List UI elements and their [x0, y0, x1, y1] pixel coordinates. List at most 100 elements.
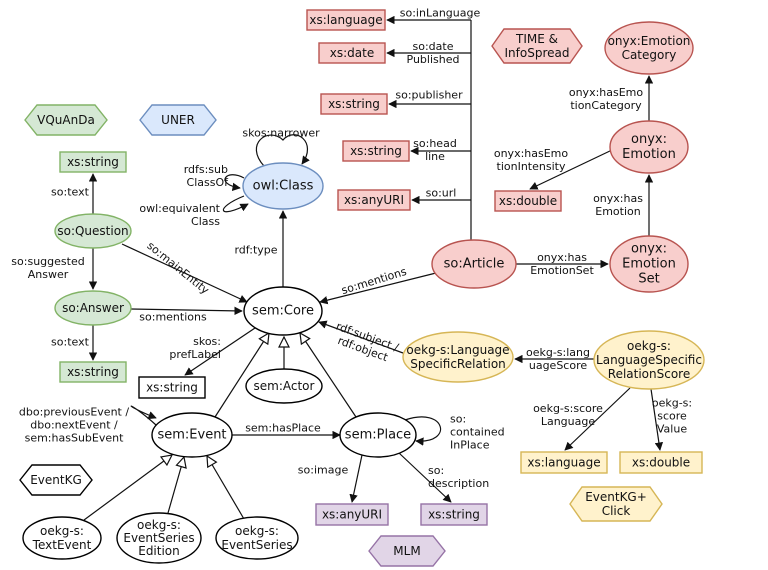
node-onyx-emotion[interactable]: onyx:Emotion — [609, 120, 689, 174]
label-onyx-has-emotion-text-line-1: onyx:has — [593, 192, 643, 205]
node-xs-double-emotion-shape — [494, 190, 562, 212]
node-xs-language-score[interactable]: xs:language — [520, 451, 608, 474]
label-so-description: so:description — [428, 464, 489, 490]
legend-vquanda-label: VQuAnDa — [37, 113, 95, 127]
node-sem-core[interactable]: sem:Core — [243, 286, 323, 336]
node-xs-language-top-label: xs:language — [309, 13, 382, 27]
node-xs-string-core-label: xs:string — [146, 381, 198, 395]
node-xs-anyuri-place[interactable]: xs:anyURI — [315, 503, 389, 526]
label-so-publisher-text: so:publisher — [395, 89, 463, 102]
node-sem-place[interactable]: sem:Place — [339, 412, 417, 458]
node-sem-actor-shape — [245, 368, 323, 404]
node-so-article[interactable]: so:Article — [431, 239, 517, 289]
label-so-date-published-text-line-2: Published — [407, 53, 460, 66]
label-owl-equivalentclass-text-line-1: owl:equivalent — [139, 202, 220, 215]
node-sem-event-shape — [151, 412, 233, 458]
label-oekg-language-score-text-line-2: uageScore — [529, 359, 588, 372]
node-sem-actor[interactable]: sem:Actor — [245, 368, 323, 404]
label-dbo-prev-next-sub: dbo:previousEvent /dbo:nextEvent /sem:ha… — [19, 406, 129, 445]
label-so-mentions-answer: so:mentions — [139, 311, 207, 324]
node-oekg-textevent[interactable]: oekg-s:TextEvent — [22, 516, 102, 560]
node-xs-string-publisher[interactable]: xs:string — [320, 93, 388, 115]
label-so-main-entity: so:mainEntity — [144, 239, 211, 297]
label-rdf-type: rdf:type — [234, 244, 277, 257]
label-skos-preflabel-text-line-2: prefLabel — [169, 348, 221, 361]
node-sem-event[interactable]: sem:Event — [151, 412, 233, 458]
node-xs-string-headline[interactable]: xs:string — [342, 140, 410, 162]
node-xs-double-score[interactable]: xs:double — [619, 451, 703, 474]
node-oekg-lsrs-label-line-2: LanguageSpecific — [596, 353, 702, 367]
node-xs-language-top[interactable]: xs:language — [306, 9, 386, 31]
node-onyx-emotion-set[interactable]: onyx:EmotionSet — [609, 235, 689, 293]
label-so-in-language: so:inLanguage — [400, 7, 481, 20]
node-oekg-series-edition-label-line-3: Edition — [138, 544, 180, 558]
node-so-question[interactable]: so:Question — [54, 213, 132, 249]
node-xs-date[interactable]: xs:date — [318, 42, 386, 64]
legend-mlm-shape — [368, 535, 446, 567]
node-xs-string-place[interactable]: xs:string — [420, 503, 488, 526]
node-xs-string-core[interactable]: xs:string — [138, 376, 206, 399]
node-xs-string-answer[interactable]: xs:string — [59, 361, 127, 383]
node-sem-core-label: sem:Core — [252, 304, 314, 319]
label-dbo-prev-next-sub-text-line-2: dbo:nextEvent / — [30, 419, 118, 432]
node-xs-date-label: xs:date — [330, 46, 374, 60]
label-so-suggested-answer-text-line-2: Answer — [28, 268, 69, 281]
node-so-question-shape — [54, 213, 132, 249]
node-xs-string-publisher-label: xs:string — [328, 97, 380, 111]
edge-rdfs-subclassof — [224, 174, 245, 191]
label-onyx-has-emotion-intensity-text-line-1: onyx:hasEmo — [494, 147, 569, 160]
label-rdfs-subclassof-text-line-2: ClassOf — [187, 176, 230, 189]
node-xs-string-question[interactable]: xs:string — [59, 151, 127, 173]
node-xs-string-headline-shape — [342, 140, 410, 162]
label-so-main-entity-text: so:mainEntity — [144, 239, 211, 297]
label-so-headline-text-line-1: so:head — [413, 137, 457, 150]
node-so-article-shape — [431, 239, 517, 289]
legend-eventkg-click-label-line-1: EventKG+ — [585, 490, 647, 504]
label-so-text-a-text: so:text — [51, 336, 90, 349]
node-oekg-eventseries[interactable]: oekg-s:EventSeries — [215, 516, 299, 560]
label-oekg-language-score-text-line-1: oekg-s:lang — [526, 346, 590, 359]
node-so-question-label: so:Question — [57, 224, 128, 238]
edge-owl-equivalentclass — [222, 195, 249, 213]
label-skos-preflabel: skos:prefLabel — [169, 335, 221, 361]
label-so-suggested-answer-text-line-1: so:suggested — [11, 255, 84, 268]
edge-so-description — [398, 452, 452, 503]
node-onyx-emotion-set-label-line-3: Set — [638, 272, 659, 287]
edge-onyx-has-emotion-intensity — [529, 149, 613, 190]
label-rdf-type-text: rdf:type — [234, 244, 277, 257]
node-xs-double-emotion[interactable]: xs:double — [494, 190, 562, 212]
legend-eventkg-click-shape — [569, 486, 663, 522]
node-so-answer-label: so:Answer — [62, 301, 124, 315]
edge-skos-preflabel — [184, 327, 256, 376]
legend-eventkg-label: EventKG — [30, 473, 82, 487]
label-so-headline-text-line-2: line — [425, 150, 445, 163]
label-so-mentions-article: so:mentions — [340, 265, 409, 297]
label-so-contained-in-place-text-line-1: so: — [450, 413, 466, 426]
node-xs-anyuri-url[interactable]: xs:anyURI — [337, 189, 411, 211]
node-owl-class[interactable]: owl:Class — [242, 162, 324, 210]
label-so-mentions-answer-text: so:mentions — [139, 311, 207, 324]
node-sem-place-label: sem:Place — [345, 428, 411, 443]
label-skos-narrower: skos:narrower — [242, 127, 320, 140]
label-rdfs-subclassof-text-line-1: rdfs:sub — [184, 163, 228, 176]
edge-skos-narrower — [256, 134, 310, 167]
label-dbo-prev-next-sub-text-line-1: dbo:previousEvent / — [19, 406, 129, 419]
node-so-answer[interactable]: so:Answer — [54, 290, 132, 326]
node-xs-anyuri-place-label: xs:anyURI — [322, 508, 382, 522]
node-xs-string-question-label: xs:string — [67, 155, 119, 169]
node-onyx-emotion-category-shape — [604, 21, 694, 75]
edge-rdf-subject-object — [318, 320, 404, 354]
